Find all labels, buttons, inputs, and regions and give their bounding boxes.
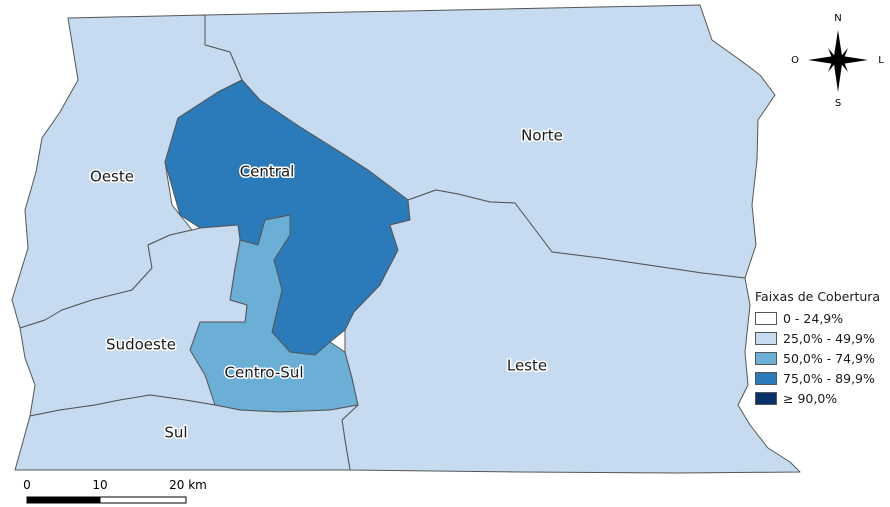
legend-item: 25,0% - 49,9% <box>755 328 880 348</box>
scale-label-0: 0 <box>23 478 31 492</box>
legend-label-3: 50,0% - 74,9% <box>783 350 875 366</box>
legend-swatch-4 <box>755 371 777 385</box>
legend-label-1: 0 - 24,9% <box>783 310 844 326</box>
legend-label-5: ≥ 90,0% <box>783 390 838 406</box>
label-sul: Sul <box>164 424 187 442</box>
label-norte: Norte <box>521 127 563 145</box>
legend-swatch-5 <box>755 391 777 405</box>
legend-label-2: 25,0% - 49,9% <box>783 330 875 346</box>
scale-segment-2 <box>99 496 187 504</box>
scale-label-20: 20 km <box>169 478 207 492</box>
legend-title: Faixas de Cobertura <box>755 289 881 304</box>
compass-l: L <box>878 55 884 66</box>
legend-swatch-3 <box>755 351 777 365</box>
compass-rose-icon: N S O L <box>791 13 884 109</box>
compass-o: O <box>791 55 799 66</box>
label-oeste: Oeste <box>90 168 134 186</box>
label-sudoeste: Sudoeste <box>106 336 176 354</box>
legend-item: ≥ 90,0% <box>755 388 880 408</box>
scale-bar: 0 10 20 km <box>23 478 207 504</box>
legend-swatch-2 <box>755 331 777 345</box>
label-central: Central <box>240 163 295 181</box>
legend-item: 50,0% - 74,9% <box>755 348 880 368</box>
legend-label-4: 75,0% - 89,9% <box>783 370 875 386</box>
legend-swatch-1 <box>755 311 777 325</box>
region-sul[interactable] <box>14 394 359 471</box>
legend: Faixas de Cobertura 0 - 24,9% 25,0% - 49… <box>755 289 880 408</box>
compass-n: N <box>834 13 841 24</box>
label-leste: Leste <box>507 357 547 375</box>
compass-s: S <box>835 98 841 109</box>
label-centro-sul: Centro-Sul <box>225 364 304 382</box>
scale-segment-1 <box>26 496 101 504</box>
legend-item: 0 - 24,9% <box>755 308 880 328</box>
scale-label-10: 10 <box>92 478 107 492</box>
legend-item: 75,0% - 89,9% <box>755 368 880 388</box>
